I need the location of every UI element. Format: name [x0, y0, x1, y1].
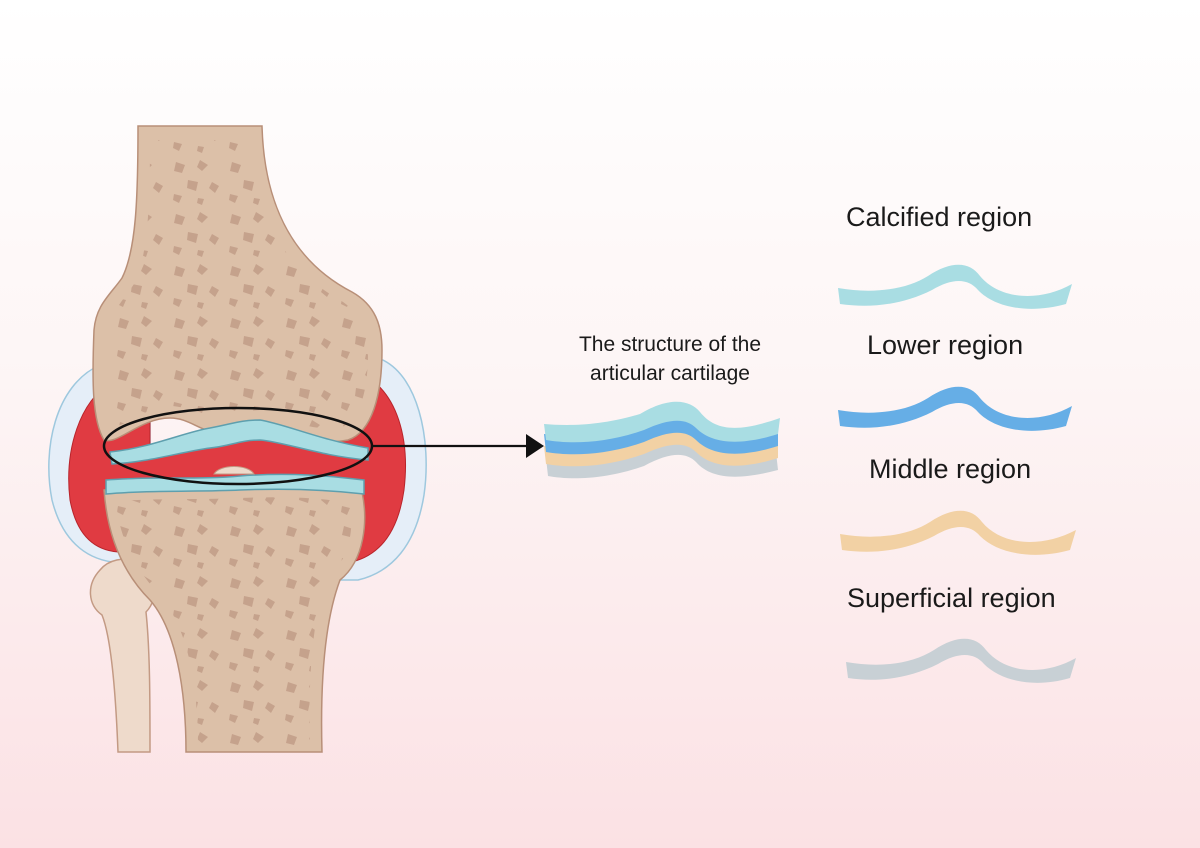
structure-title: The structure of the articular cartilage	[520, 330, 820, 388]
label-middle-region: Middle region	[869, 454, 1031, 485]
label-lower-region: Lower region	[867, 330, 1023, 361]
label-calcified-region: Calcified region	[846, 202, 1032, 233]
label-superficial-region: Superficial region	[847, 583, 1056, 614]
structure-title-line-2: articular cartilage	[520, 359, 820, 388]
structure-title-line-1: The structure of the	[520, 330, 820, 359]
